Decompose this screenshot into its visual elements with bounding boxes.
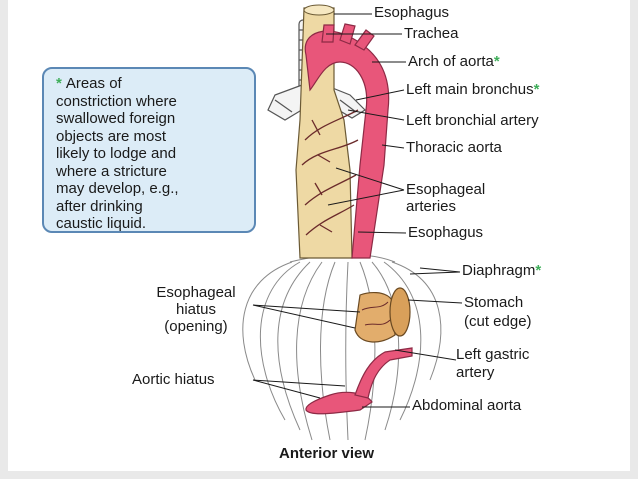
label-esophagus-top: Esophagus <box>374 4 450 21</box>
callout-line: where a stricture <box>56 162 167 180</box>
label-left-gastric-artery-line2: artery <box>456 364 495 381</box>
label-left-main-bronchus: Left main bronchus* <box>406 81 540 98</box>
label-diaphragm: Diaphragm* <box>462 262 542 279</box>
abdominal-aorta <box>305 347 413 415</box>
label-abdominal-aorta: Abdominal aorta <box>412 397 522 414</box>
label-thoracic-aorta: Thoracic aorta <box>406 139 502 156</box>
leader-lines <box>252 13 463 408</box>
label-aortic-hiatus: Aortic hiatus <box>132 371 215 388</box>
label-esophageal-hiatus-line3: (opening) <box>164 318 228 335</box>
label-left-gastric-artery-line1: Left gastric <box>456 346 530 363</box>
esophagus-top <box>303 4 335 16</box>
callout-line: after drinking <box>56 197 143 215</box>
label-stomach-line2: (cut edge) <box>464 313 532 330</box>
label-esophagus-bottom: Esophagus <box>408 224 484 241</box>
callout-line: may develop, e.g., <box>56 180 179 197</box>
callout-line: caustic liquid. <box>56 215 147 232</box>
label-esophageal-arteries-line1: Esophageal <box>406 181 486 198</box>
esophageal-arteries <box>301 109 359 236</box>
callout-line: constriction where <box>56 92 177 110</box>
stomach-vessels <box>361 301 391 326</box>
callout-line: likely to lodge and <box>56 145 177 162</box>
callout-line: swallowed foreign <box>56 110 176 127</box>
caption-anterior-view: Anterior view <box>279 445 375 462</box>
label-left-bronchial-artery: Left bronchial artery <box>406 112 539 129</box>
asterisk: * <box>56 75 62 92</box>
lower-esophagus <box>354 292 396 343</box>
stomach-cut-edge <box>389 287 411 337</box>
callout-box: *Areas of constriction where swallowed f… <box>42 67 256 233</box>
label-arch-of-aorta: Arch of aorta* <box>408 53 500 70</box>
label-esophageal-arteries-line2: arteries <box>406 198 457 215</box>
label-esophageal-hiatus-line1: Esophageal <box>156 284 236 301</box>
label-trachea: Trachea <box>404 25 459 42</box>
label-esophageal-hiatus-line2: hiatus <box>175 301 217 318</box>
callout-line: objects are most <box>56 127 167 145</box>
label-stomach-line1: Stomach <box>464 294 524 311</box>
callout-line: *Areas of <box>56 75 122 92</box>
